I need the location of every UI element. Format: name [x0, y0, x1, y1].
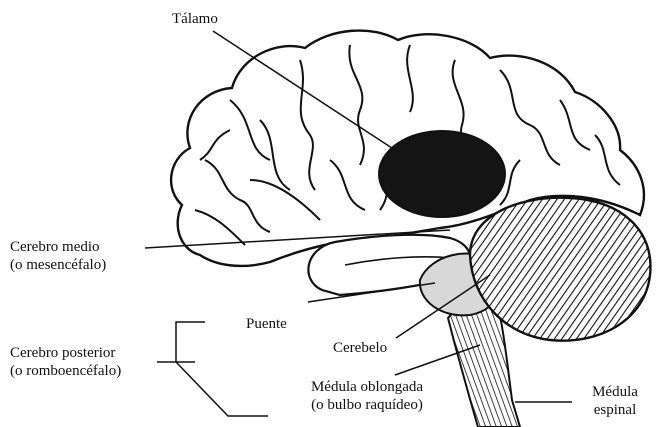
label-midbrain-line1: Cerebro medio [10, 238, 106, 256]
label-thalamus: Tálamo [172, 10, 218, 28]
label-medulla-line1: Médula oblongada [287, 378, 447, 396]
label-hindbrain: Cerebro posterior (o romboencéfalo) [10, 344, 121, 380]
thalamus [379, 131, 505, 217]
label-medulla-line2: (o bulbo raquídeo) [287, 396, 447, 414]
label-pons: Puente [246, 315, 287, 333]
label-spinal-cord: Médula espinal [580, 383, 650, 419]
label-hindbrain-line2: (o romboencéfalo) [10, 362, 121, 380]
label-spinal-line2: espinal [580, 401, 650, 419]
label-midbrain-line2: (o mesencéfalo) [10, 256, 106, 274]
label-medulla: Médula oblongada (o bulbo raquídeo) [287, 378, 447, 414]
label-midbrain: Cerebro medio (o mesencéfalo) [10, 238, 106, 274]
label-spinal-line1: Médula [580, 383, 650, 401]
label-hindbrain-line1: Cerebro posterior [10, 344, 121, 362]
label-cerebellum: Cerebelo [333, 339, 387, 357]
